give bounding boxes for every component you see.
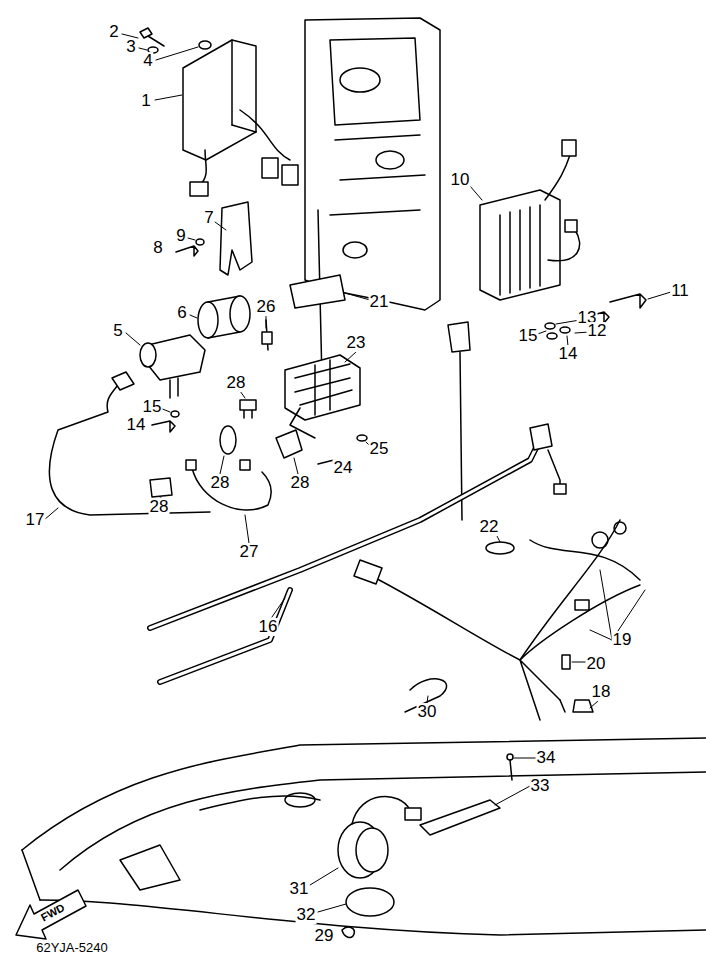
callout-number: 5	[112, 322, 123, 340]
callout-number: 3	[125, 38, 136, 56]
callout-number: 16	[258, 618, 279, 636]
callout-number: 14	[558, 345, 579, 363]
callout-number: 15	[518, 327, 539, 345]
drawing-code: 62YJA-5240	[35, 941, 109, 955]
callout-number: 24	[333, 459, 354, 477]
callout-number: 18	[591, 683, 612, 701]
callout-number: 32	[296, 906, 317, 924]
callout-number: 22	[479, 518, 500, 536]
callout-number: 2	[108, 23, 119, 41]
callout-number: 14	[126, 416, 147, 434]
callout-number: 28	[210, 474, 231, 492]
callout-number: 28	[149, 498, 170, 516]
callout-number: 28	[290, 474, 311, 492]
callout-number: 1	[140, 92, 151, 110]
callout-number: 4	[142, 52, 153, 70]
callout-number: 19	[612, 631, 633, 649]
callout-number: 15	[142, 398, 163, 416]
callout-number: 6	[176, 304, 187, 322]
callout-number: 23	[346, 334, 367, 352]
callout-number: 7	[203, 209, 214, 227]
callout-number: 10	[450, 171, 471, 189]
callout-number: 25	[369, 440, 390, 458]
callout-number: 12	[587, 322, 608, 340]
callout-number: 31	[289, 880, 310, 898]
callout-number: 29	[314, 927, 335, 945]
callout-number: 28	[226, 374, 247, 392]
callout-number: 27	[239, 543, 260, 561]
callout-number: 8	[152, 239, 163, 257]
callout-number: 21	[369, 293, 390, 311]
callout-number: 9	[175, 227, 186, 245]
callout-number: 34	[536, 749, 557, 767]
callout-number: 20	[586, 655, 607, 673]
callout-number: 11	[670, 282, 690, 300]
callout-number: 30	[417, 703, 438, 721]
callout-number: 17	[25, 511, 46, 529]
callout-number: 33	[530, 777, 551, 795]
callout-number: 26	[256, 298, 277, 316]
